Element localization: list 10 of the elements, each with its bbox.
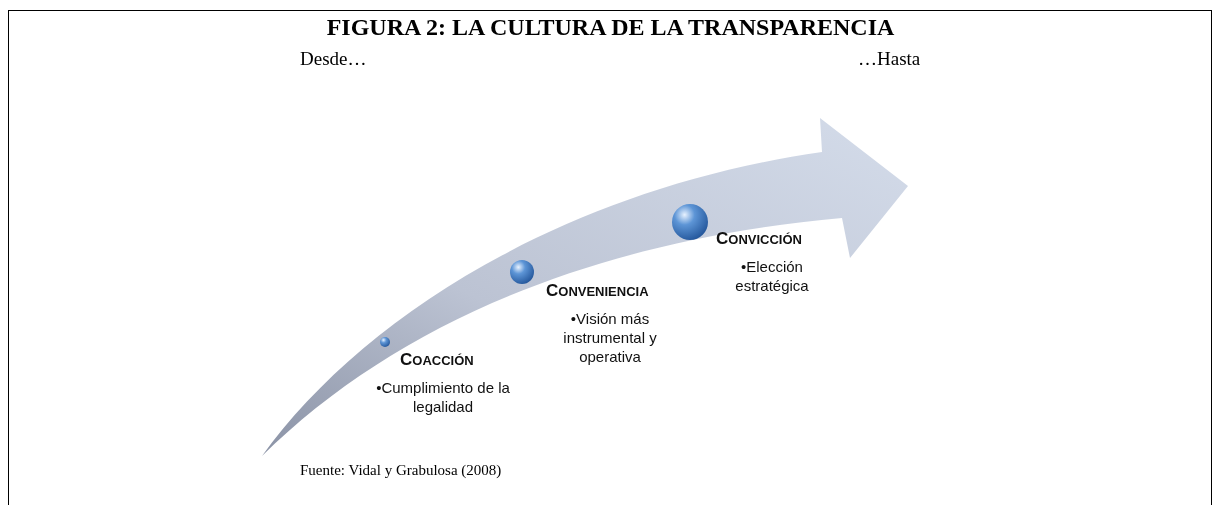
stage-heading: CONVENIENCIA (546, 281, 649, 301)
stage-heading: CONVICCIÓN (716, 229, 802, 249)
stage-description: •Visión más instrumental y operativa (562, 309, 658, 366)
source-caption: Fuente: Vidal y Grabulosa (2008) (300, 462, 502, 479)
stage-description: •Elección estratégica (734, 257, 810, 295)
stage-description: •Cumplimiento de la legalidad (375, 378, 511, 416)
axis-end-label: Desde… (300, 48, 367, 70)
stage-heading: COACCIÓN (400, 350, 474, 370)
axis-end-label: …Hasta (858, 48, 921, 70)
figure-title: FIGURA 2: LA CULTURA DE LA TRANSPARENCIA (325, 14, 896, 41)
